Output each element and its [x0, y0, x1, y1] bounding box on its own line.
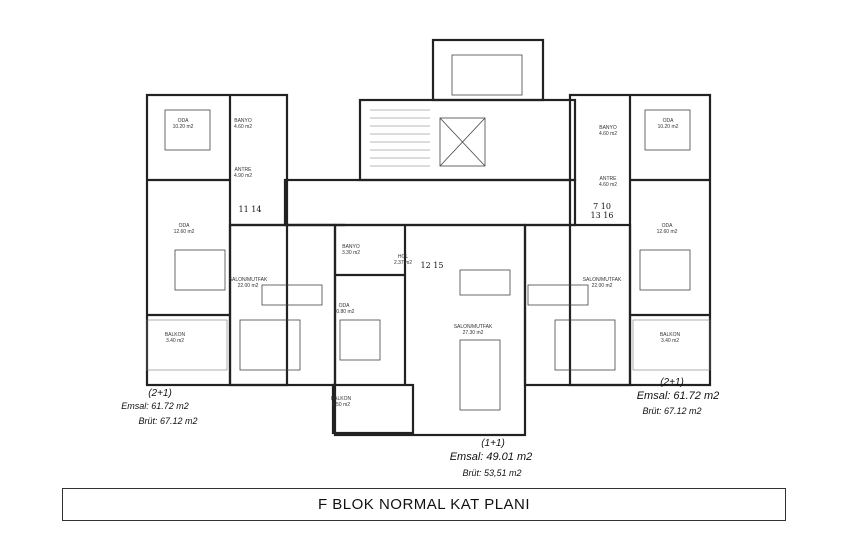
left-unit	[145, 93, 345, 387]
unit-emsal: Emsal: 61.72 m2	[121, 401, 189, 411]
room-area: 10.20 m2	[173, 124, 194, 130]
room-area: 10.80 m2	[334, 309, 355, 315]
room-area: 4.50 m2	[332, 402, 350, 408]
unit-number: 13 16	[591, 211, 614, 220]
unit-brut: Brüt: 53,51 m2	[462, 468, 521, 478]
room-area: 3.40 m2	[166, 338, 184, 344]
room-name: ANTRE	[600, 176, 618, 182]
room-name: ODA	[178, 118, 190, 124]
unit-brut: Brüt: 67.12 m2	[138, 416, 197, 426]
room-area: 4.60 m2	[599, 182, 617, 188]
room-area: 10.20 m2	[658, 124, 679, 130]
room-name: ODA	[662, 223, 674, 229]
unit-brut: Brüt: 67.12 m2	[642, 406, 701, 416]
room-area: 2.37 m2	[394, 260, 412, 266]
room-name: BALKON	[165, 332, 186, 338]
room-name: ODA	[339, 303, 351, 309]
room-name: BALKON	[660, 332, 681, 338]
room-name: ODA	[179, 223, 191, 229]
plan-title: F BLOK NORMAL KAT PLANI	[62, 488, 786, 521]
unit-type: (2+1)	[660, 377, 684, 388]
room-name: BANYO	[342, 244, 360, 250]
room-name: SALON/MUTFAK	[229, 277, 268, 283]
room-area: 4.90 m2	[234, 173, 252, 179]
room-name: BANYO	[599, 125, 617, 131]
room-name: HOL	[398, 254, 409, 260]
room-labels: ODA 10.20 m2 BANYO 4.60 m2 ANTRE 4.90 m2…	[165, 118, 681, 408]
room-area: 22.00 m2	[238, 283, 259, 289]
core	[283, 38, 577, 227]
unit-type: (2+1)	[148, 388, 172, 399]
room-name: ANTRE	[235, 167, 253, 173]
room-area: 12.60 m2	[174, 229, 195, 235]
room-name: BANYO	[234, 118, 252, 124]
room-name: BALKON	[331, 396, 352, 402]
elevator	[439, 117, 486, 167]
unit-numbers: 11 14 12 15 7 10 13 16	[239, 202, 614, 270]
unit-number: 11 14	[239, 205, 262, 214]
corridor	[283, 178, 577, 227]
room-name: SALON/MUTFAK	[583, 277, 622, 283]
room-area: 22.00 m2	[592, 283, 613, 289]
room-area: 27.30 m2	[463, 330, 484, 336]
area-summaries: (2+1) Emsal: 61.72 m2 Brüt: 67.12 m2 (2+…	[121, 377, 719, 478]
room-area: 12.60 m2	[657, 229, 678, 235]
room-area: 3.40 m2	[661, 338, 679, 344]
room-name: ODA	[663, 118, 675, 124]
unit-type: (1+1)	[481, 438, 505, 449]
right-unit	[523, 93, 712, 387]
middle-unit	[331, 223, 527, 437]
room-area: 4.60 m2	[599, 131, 617, 137]
unit-emsal: Emsal: 49.01 m2	[450, 451, 533, 463]
room-area: 4.60 m2	[234, 124, 252, 130]
room-area: 3.30 m2	[342, 250, 360, 256]
unit-number: 12 15	[421, 261, 444, 270]
room-name: SALON/MUTFAK	[454, 324, 493, 330]
unit-number: 7 10	[593, 202, 611, 211]
unit-emsal: Emsal: 61.72 m2	[637, 390, 720, 402]
